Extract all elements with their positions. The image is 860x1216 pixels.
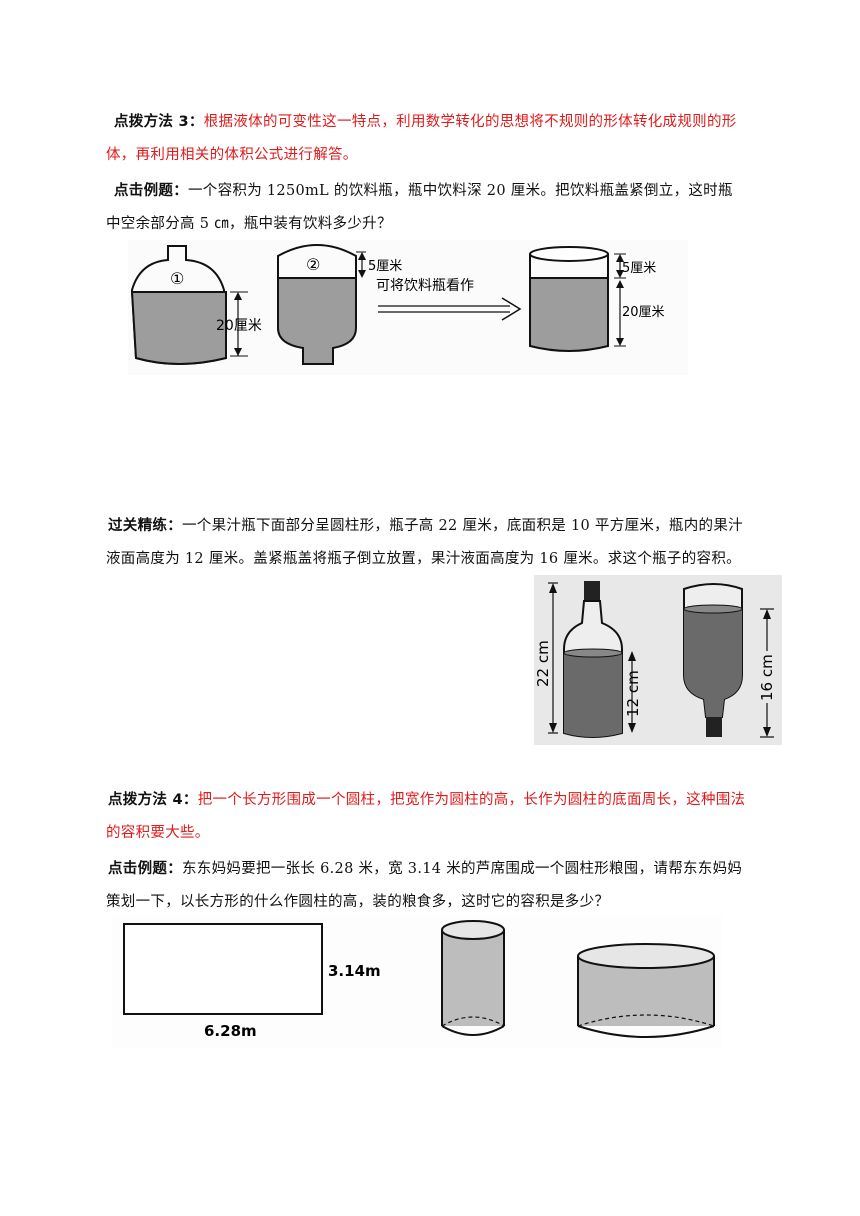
method3-paragraph: 点拨方法 3：根据液体的可变性这一特点，利用数学转化的思想将不规则的形体转化成规… [106,106,746,172]
label-16cm: 16 cm [758,654,776,701]
practice-label: 过关精练： [108,518,182,534]
juice-bottle-diagram: 22 cm 12 cm [534,575,782,745]
method3-text: 根据液体的可变性这一特点，利用数学转化的思想将不规则的形体转化成规则的形体，再利… [106,114,737,163]
cyl-label-20cm: 20厘米 [622,305,665,320]
cylinder-dimensions: 5厘米 20厘米 [614,253,665,347]
practice-text: 一个果汁瓶下面部分呈圆柱形，瓶子高 22 厘米，底面积是 10 平方厘米，瓶内的… [106,518,743,567]
mat-cylinder-figure: 3.14m 6.28m [112,916,722,1052]
juice-bottle-figure: 22 cm 12 cm [534,575,782,749]
label-22cm: 22 cm [534,640,552,687]
inverted-juice-bottle [683,583,743,737]
bottle-2-inverted: ② [277,244,357,365]
bottle-figure: ① 20厘米 ② 5厘米 可将饮料瓶看作 [128,240,688,379]
length-label: 6.28m [204,1022,257,1040]
mat-cylinder-diagram: 3.14m 6.28m [112,916,722,1048]
dimension-16cm: 16 cm [756,608,778,738]
label-5cm: 5厘米 [368,259,402,274]
practice-paragraph: 过关精练：一个果汁瓶下面部分呈圆柱形，瓶子高 22 厘米，底面积是 10 平方厘… [106,510,746,576]
arrow-text: 可将饮料瓶看作 [376,278,474,294]
equivalent-cylinder [529,246,609,352]
dimension-5cm: 5厘米 [356,251,402,278]
method4-text: 把一个长方形围成一个圆柱，把宽作为圆柱的高，长作为圆柱的底面周长，这种围法的容积… [106,792,746,841]
label-20cm: 20厘米 [216,318,262,334]
cyl-label-5cm: 5厘米 [622,261,656,276]
method3-label: 点拨方法 3： [114,114,204,130]
transform-arrow: 可将饮料瓶看作 [376,278,522,321]
dimension-12cm: 12 cm [624,651,642,733]
method4-label: 点拨方法 4： [108,792,198,808]
example4-text: 东东妈妈要把一张长 6.28 米，宽 3.14 米的芦席围成一个圆柱形粮囤，请帮… [106,861,743,910]
rectangle-mat: 3.14m 6.28m [123,923,381,1040]
bottle-diagram: ① 20厘米 ② 5厘米 可将饮料瓶看作 [128,240,688,375]
dimension-22cm: 22 cm [534,582,558,734]
example4-label: 点击例题： [108,861,182,877]
bottle-1-mark: ① [170,269,184,288]
example4-paragraph: 点击例题：东东妈妈要把一张长 6.28 米，宽 3.14 米的芦席围成一个圆柱形… [106,853,746,919]
wide-cylinder [577,943,715,1038]
dimension-20cm: 20厘米 [216,291,262,357]
example3-paragraph: 点击例题：一个容积为 1250mL 的饮料瓶，瓶中饮料深 20 厘米。把饮料瓶盖… [106,175,746,241]
upright-juice-bottle [563,581,623,738]
example3-label: 点击例题： [114,183,188,199]
tall-cylinder [441,920,505,1036]
bottle-2-mark: ② [306,255,320,274]
label-12cm: 12 cm [624,670,642,717]
bottle-1-upright: ① [130,245,228,365]
method4-paragraph: 点拨方法 4：把一个长方形围成一个圆柱，把宽作为圆柱的高，长作为圆柱的底面周长，… [106,784,746,850]
example3-text: 一个容积为 1250mL 的饮料瓶，瓶中饮料深 20 厘米。把饮料瓶盖紧倒立，这… [106,183,733,232]
width-label: 3.14m [328,962,381,980]
